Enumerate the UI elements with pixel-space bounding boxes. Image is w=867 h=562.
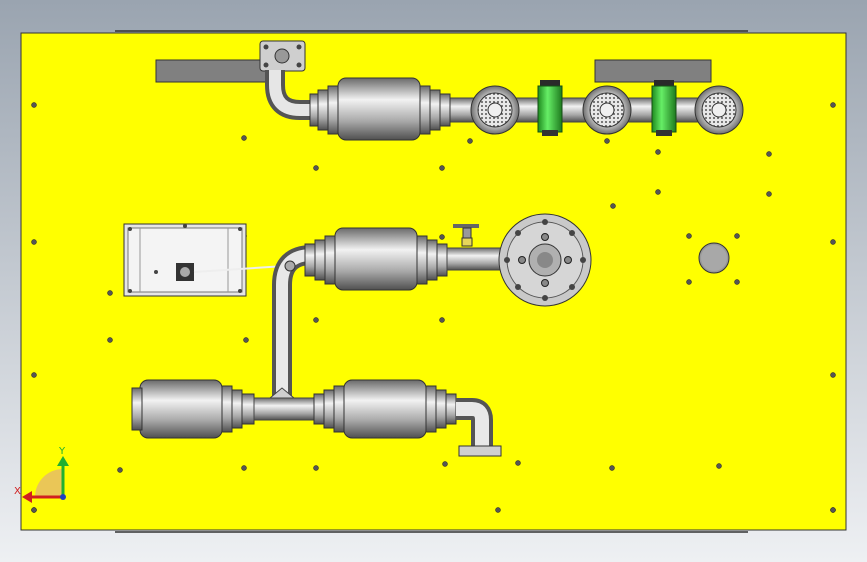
mounting-hole — [439, 317, 445, 323]
mounting-hole — [107, 290, 113, 296]
sensor-green-1[interactable] — [537, 80, 563, 136]
mounting-hole — [495, 507, 501, 513]
mounting-hole — [830, 239, 836, 245]
mounting-hole — [241, 465, 247, 471]
mounting-hole — [515, 460, 521, 466]
pipe-tee — [253, 397, 315, 421]
mounting-hole — [31, 507, 37, 513]
xyz-axis-triad-icon: Y X — [14, 446, 69, 503]
middle-pipe-assembly — [272, 224, 538, 400]
mounting-hole — [439, 165, 445, 171]
mounting-hole — [31, 239, 37, 245]
mounting-hole — [442, 461, 448, 467]
valve-body-bottom-left[interactable] — [139, 379, 223, 439]
mounting-hole — [734, 233, 740, 239]
mounting-hole — [766, 151, 772, 157]
mounting-hole — [241, 135, 247, 141]
mounting-hole — [439, 234, 445, 240]
test-valve[interactable] — [453, 224, 479, 247]
mounting-hole — [716, 463, 722, 469]
valve-body-bottom-right[interactable] — [343, 379, 427, 439]
outlet-flange-bottom[interactable] — [458, 445, 502, 457]
mounting-hole — [655, 189, 661, 195]
signal-cable — [193, 265, 286, 273]
mounting-hole — [734, 279, 740, 285]
filter-1[interactable] — [470, 85, 520, 135]
mounting-hole — [686, 233, 692, 239]
mounting-hole — [243, 337, 249, 343]
cover-bar-right — [594, 59, 712, 83]
mounting-hole — [313, 317, 319, 323]
mounting-hole — [830, 102, 836, 108]
filter-3[interactable] — [694, 85, 744, 135]
mounting-hole — [830, 507, 836, 513]
mounting-hole — [31, 102, 37, 108]
filter-2[interactable] — [582, 85, 632, 135]
mounting-hole — [766, 191, 772, 197]
mounting-hole — [107, 337, 113, 343]
gauge-port[interactable] — [698, 242, 730, 274]
cover-bar-left — [155, 59, 277, 83]
mounting-hole — [313, 165, 319, 171]
axis-label-x: X — [14, 486, 21, 497]
mounting-hole — [117, 467, 123, 473]
mounting-hole — [467, 138, 473, 144]
mounting-hole — [610, 203, 616, 209]
mounting-holes — [31, 102, 836, 513]
valve-body-middle[interactable] — [334, 227, 418, 291]
valve-body-top[interactable] — [337, 77, 421, 141]
outlet-flange-large[interactable] — [498, 213, 592, 307]
mounting-hole — [313, 465, 319, 471]
top-pipe-assembly — [259, 40, 744, 141]
sensor-green-2[interactable] — [651, 80, 677, 136]
mounting-hole — [655, 149, 661, 155]
mounting-hole — [31, 372, 37, 378]
axis-label-y: Y — [58, 446, 66, 457]
mounting-hole — [686, 279, 692, 285]
mounting-hole — [604, 138, 610, 144]
mounting-hole — [609, 465, 615, 471]
bottom-pipe-assembly — [131, 379, 502, 457]
control-box[interactable] — [123, 223, 247, 297]
mounting-hole — [830, 372, 836, 378]
